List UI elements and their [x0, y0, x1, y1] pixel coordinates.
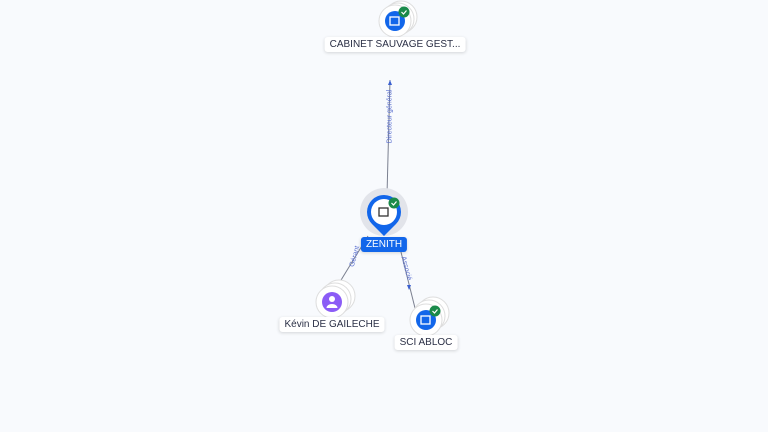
arrow-icon	[407, 285, 411, 290]
building-icon	[389, 16, 400, 26]
arrow-icon	[388, 80, 392, 85]
node-label-zenith[interactable]: ZENITH	[360, 237, 408, 252]
edge-label-directeur: Directeur général	[386, 89, 394, 144]
person-icon	[326, 296, 338, 308]
node-label-kevin[interactable]: Kévin DE GAILECHE	[279, 317, 385, 332]
node-cabinet[interactable]	[378, 0, 418, 38]
edge-directeur	[386, 79, 391, 196]
node-kevin[interactable]	[315, 279, 356, 319]
node-sci-abloc[interactable]	[409, 296, 450, 337]
node-label-sci-abloc[interactable]: SCI ABLOC	[394, 335, 458, 350]
verified-icon	[398, 6, 410, 18]
node-label-cabinet[interactable]: CABINET SAUVAGE GEST...	[324, 37, 466, 52]
node-zenith[interactable]	[360, 188, 408, 236]
verified-icon	[388, 197, 400, 209]
building-icon	[420, 315, 431, 325]
verified-icon	[429, 305, 441, 317]
building-icon	[378, 207, 389, 217]
